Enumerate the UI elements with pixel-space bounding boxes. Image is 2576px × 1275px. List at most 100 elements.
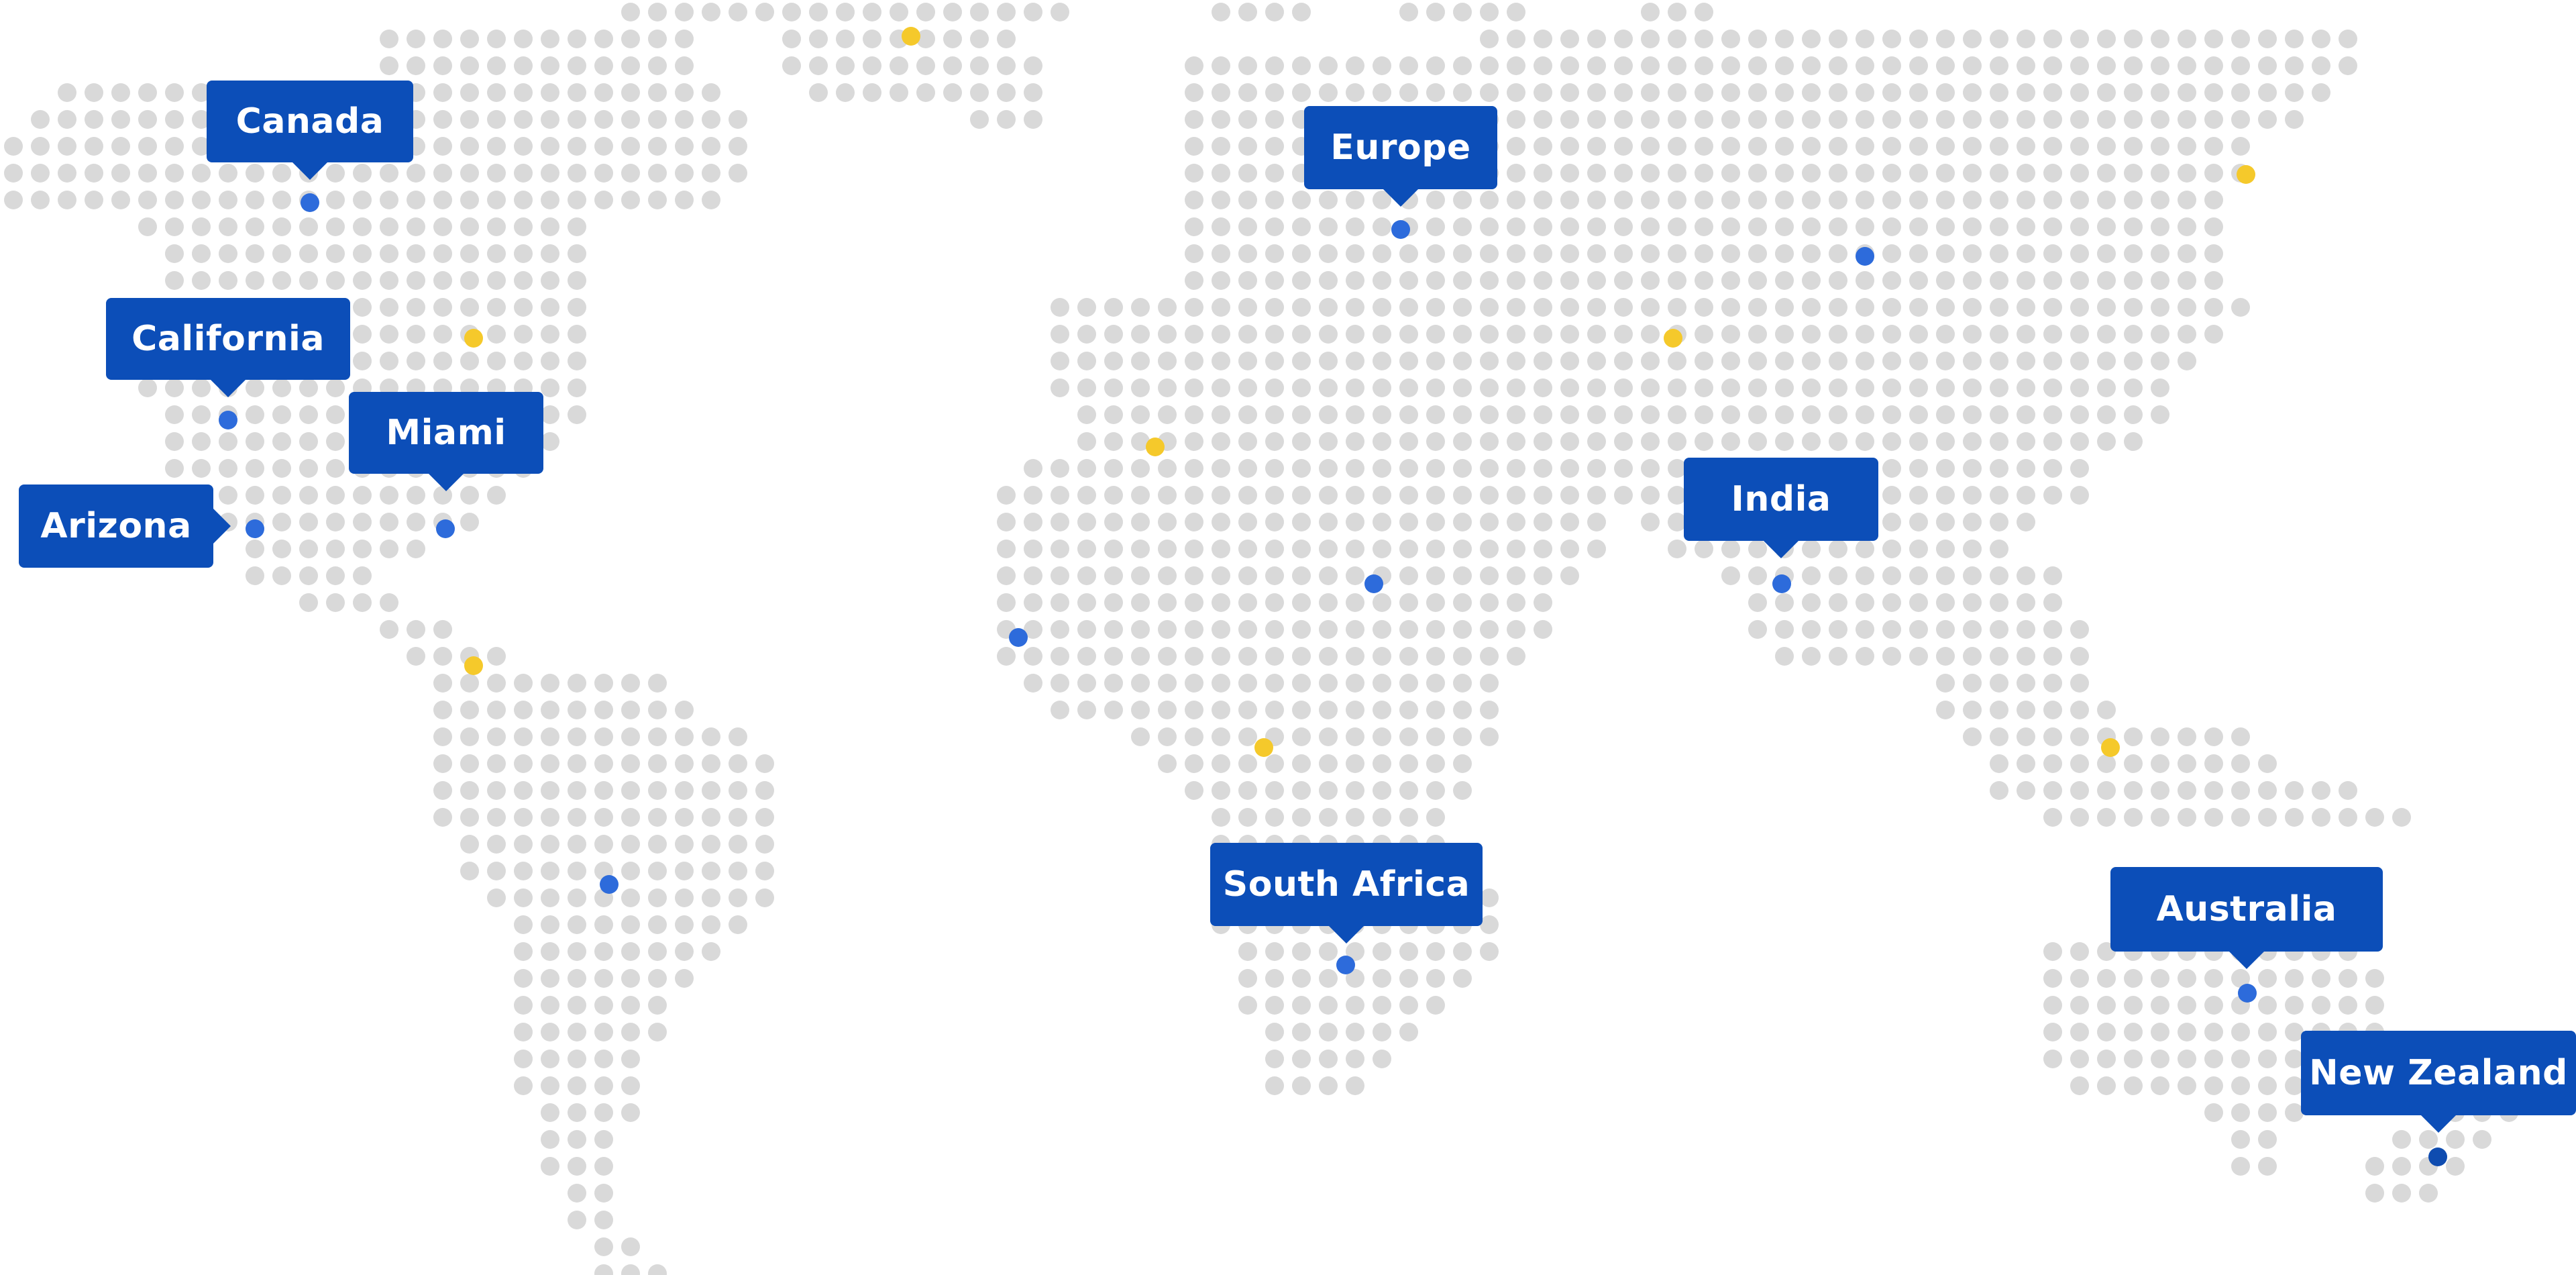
marker-australia[interactable] [2238,984,2257,1003]
land-dot [1507,56,1525,75]
land-dot [1158,674,1177,693]
land-dot [2124,808,2143,827]
land-dot [1963,191,1982,209]
land-dot [621,110,640,129]
land-dot [4,164,23,183]
marker-south-africa[interactable] [1336,956,1355,974]
callout-canada[interactable]: Canada [207,81,413,180]
callout-australia[interactable]: Australia [2110,867,2383,969]
land-dot [1051,593,1069,612]
land-dot [1024,83,1042,102]
marker-california[interactable] [219,411,237,429]
land-dot [1829,432,1847,451]
land-dot [1077,620,1096,639]
land-dot [648,942,667,961]
marker-greenland[interactable] [902,27,920,46]
callout-arizona[interactable]: Arizona [19,484,231,568]
marker-arizona[interactable] [246,519,264,538]
marker-west-africa[interactable] [1009,628,1028,647]
land-dot [514,271,533,290]
callout-miami[interactable]: Miami [349,392,543,491]
land-dot [1212,808,1230,827]
land-dot [1829,620,1847,639]
land-dot [2124,217,2143,236]
land-dot [1936,271,1955,290]
land-dot [621,30,640,48]
marker-central-asia[interactable] [1664,329,1682,348]
marker-central-africa[interactable] [1254,738,1273,757]
callout-new-zealand[interactable]: New Zealand [2301,1031,2576,1133]
land-dot [1829,244,1847,263]
marker-east-asia[interactable] [2237,165,2255,184]
marker-north-america[interactable] [464,329,483,348]
marker-new-zealand[interactable] [2428,1148,2447,1166]
land-dot [702,781,720,800]
land-dot [58,137,76,156]
marker-brazil[interactable] [600,875,619,894]
land-dot [1587,378,1606,397]
callout-india[interactable]: India [1684,458,1878,558]
land-dot [1399,566,1418,585]
land-dot [1292,1050,1311,1068]
land-dot [2151,244,2169,263]
land-dot [2151,325,2169,344]
land-dot [1238,969,1257,988]
land-dot [1963,56,1982,75]
marker-india[interactable] [1772,574,1791,593]
land-dot [1560,513,1579,531]
land-dot [1641,486,1660,505]
land-dot [1104,674,1123,693]
land-dot [1534,620,1552,639]
marker-siberia[interactable] [1856,247,1874,266]
land-dot [2258,30,2277,48]
land-dot [2043,942,2062,961]
marker-southeast-asia[interactable] [2101,738,2120,757]
land-dot [1963,432,1982,451]
land-dot [1856,271,1874,290]
land-dot [1453,191,1472,209]
marker-north-africa[interactable] [1146,438,1165,456]
land-dot [326,217,345,236]
callout-europe[interactable]: Europe [1304,106,1497,207]
land-dot [2178,217,2196,236]
marker-canada[interactable] [301,193,319,212]
callout-california[interactable]: California [106,298,350,397]
land-dot [1587,191,1606,209]
land-dot [1346,996,1364,1015]
callout-south-africa[interactable]: South Africa [1210,843,1483,944]
land-dot [1963,486,1982,505]
land-dot [2204,1023,2223,1041]
land-dot [594,1076,613,1095]
marker-east-africa[interactable] [1364,574,1383,593]
land-dot [2070,1076,2089,1095]
land-dot [621,808,640,827]
land-dot [2392,1130,2411,1149]
land-dot [2043,674,2062,693]
land-dot [1560,217,1579,236]
marker-europe[interactable] [1391,220,1410,239]
land-dot [219,486,237,505]
land-dot [1560,459,1579,478]
land-dot [2097,701,2116,719]
land-dot [1963,674,1982,693]
land-dot [1238,486,1257,505]
land-dot [165,244,184,263]
land-dot [1024,486,1042,505]
land-dot [648,191,667,209]
land-dot [1346,352,1364,370]
land-dot [1990,405,2008,424]
land-dot [487,352,506,370]
land-dot [1399,781,1418,800]
land-dot [487,862,506,880]
land-dot [460,754,479,773]
land-dot [890,83,908,102]
land-dot [675,915,694,934]
land-dot [648,888,667,907]
land-dot [541,727,559,746]
marker-miami[interactable] [436,519,455,538]
land-dot [1560,271,1579,290]
land-dot [1426,486,1445,505]
marker-central-america[interactable] [464,656,483,675]
land-dot [1641,3,1660,21]
land-dot [326,513,345,531]
